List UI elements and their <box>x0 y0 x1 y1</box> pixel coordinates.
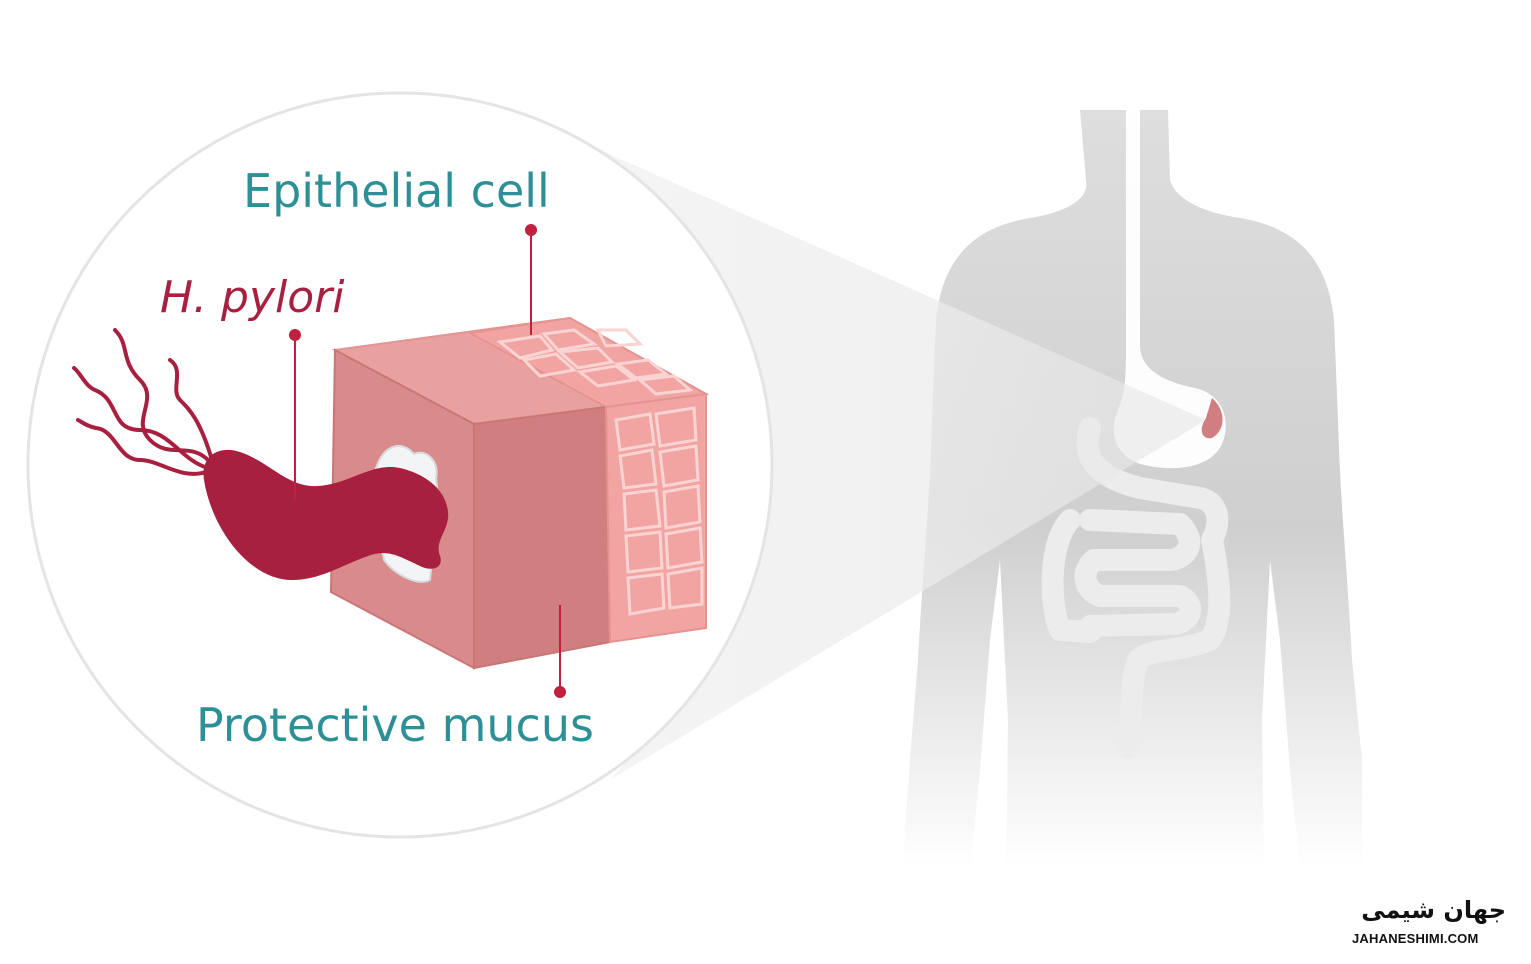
epithelial-cell-label: Epithelial cell <box>243 164 550 218</box>
h-pylori-bacterium <box>203 449 449 580</box>
protective-mucus-label: Protective mucus <box>196 698 594 752</box>
logo-site-text: JAHANESHIMI.COM <box>1352 931 1479 946</box>
logo-persian-text: جهان شیمی <box>1361 896 1506 924</box>
zoom-cone <box>600 150 1206 780</box>
site-logo: جهان شیمی JAHANESHIMI.COM <box>1352 898 1506 948</box>
bacterium-flagella <box>72 328 214 476</box>
body-silhouette <box>902 110 1362 870</box>
leader-lines <box>289 224 566 698</box>
h-pylori-label: H. pylori <box>160 272 345 323</box>
